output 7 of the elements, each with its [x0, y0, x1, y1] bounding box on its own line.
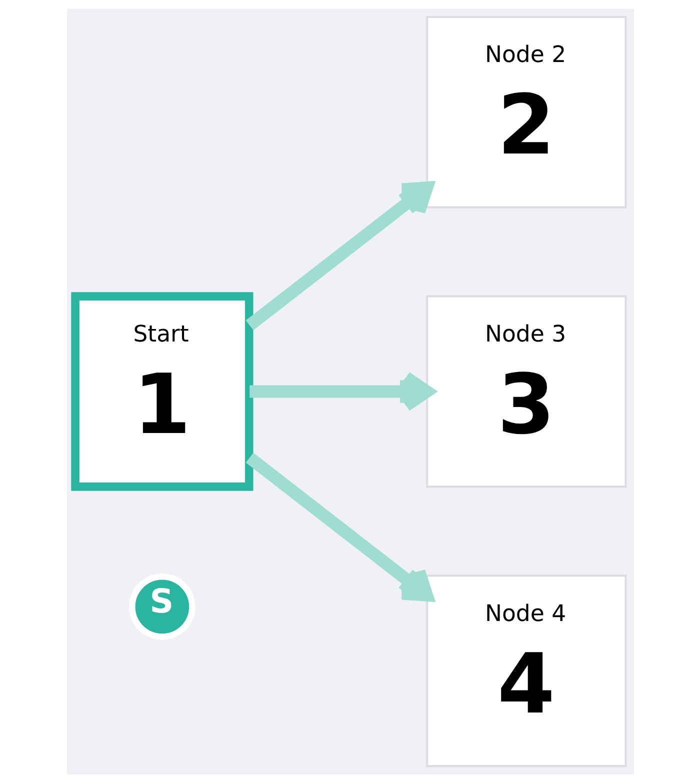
- node-box: Node 3 3: [426, 295, 626, 488]
- arrow: [245, 452, 433, 602]
- node-box: Node 2 2: [426, 16, 626, 208]
- node-circle: S: [128, 574, 195, 640]
- node-box: Node 4 4: [426, 574, 626, 768]
- node-box: Start 1: [70, 292, 253, 491]
- arrow: [245, 182, 433, 330]
